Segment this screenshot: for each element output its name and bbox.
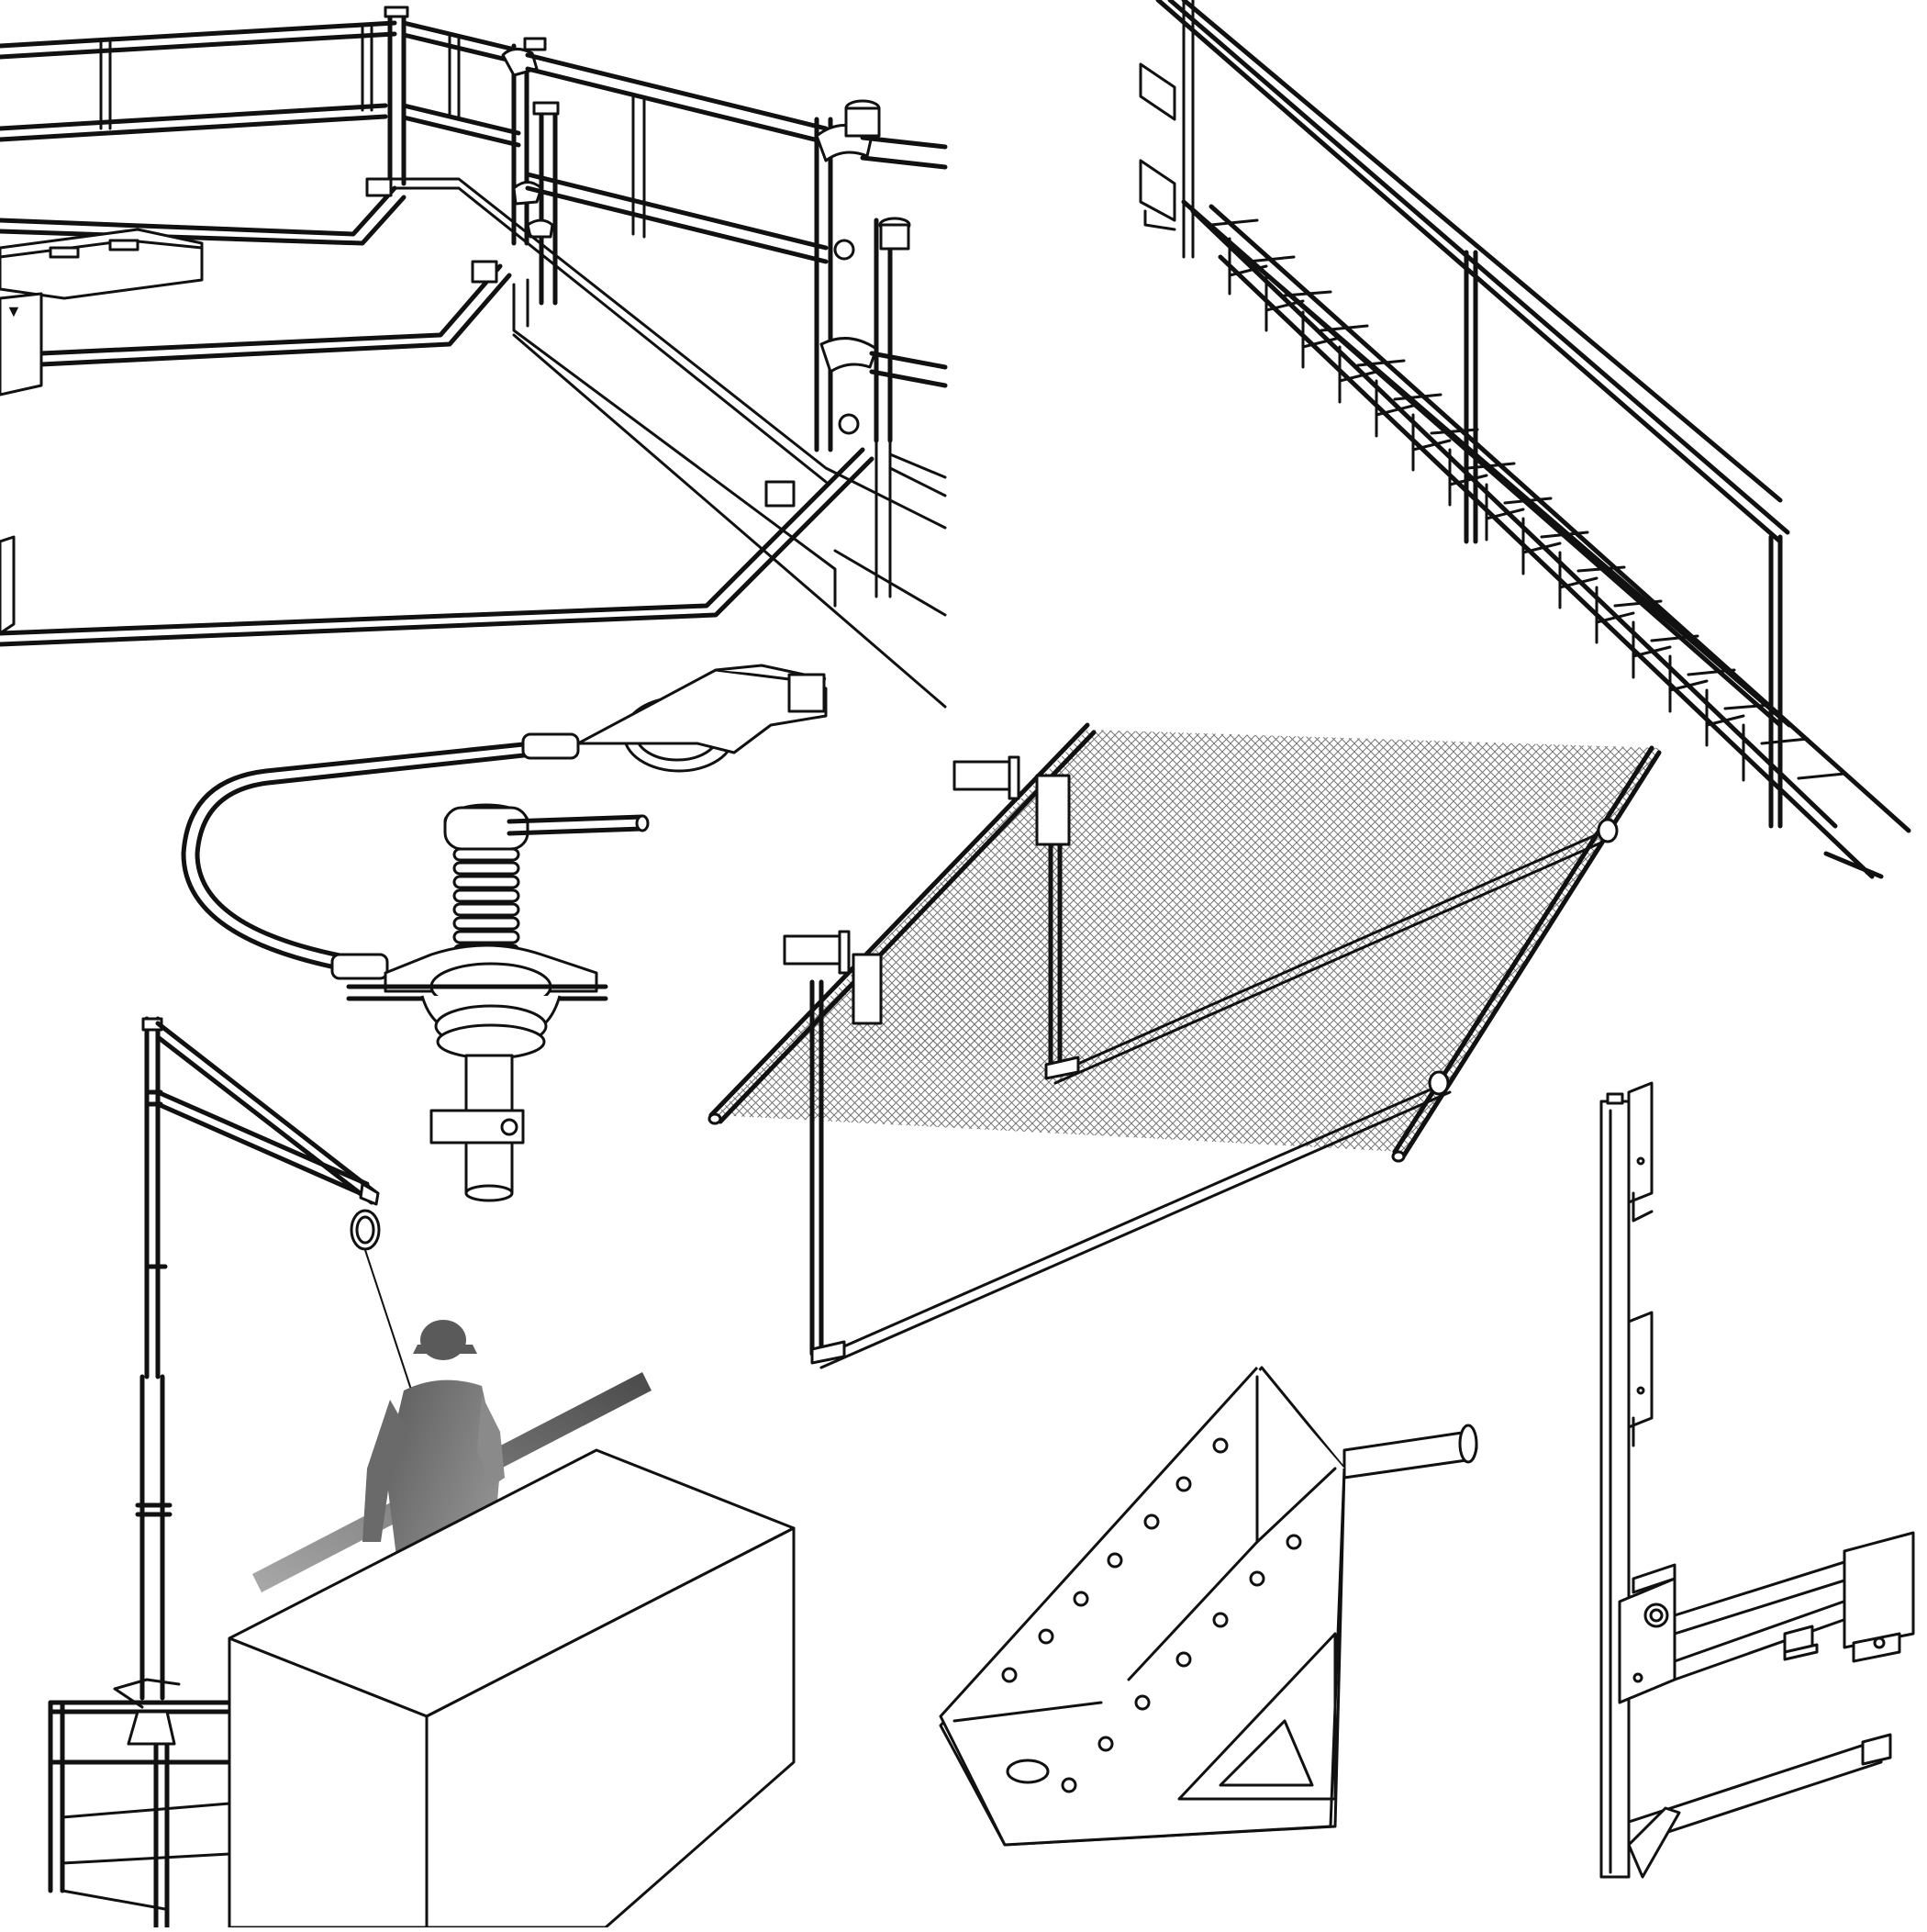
weight-glyph: ▼ xyxy=(6,302,22,320)
safety-net-frame xyxy=(707,722,1662,1369)
triangular-bracket xyxy=(939,1366,1478,1847)
davit-arm-worker xyxy=(48,1016,796,1930)
spring-coil-icon xyxy=(452,847,520,958)
guardrail-system: ▼ xyxy=(0,6,948,709)
bolt-holes-icon xyxy=(1001,1437,1302,1793)
wall-bracket-post xyxy=(1599,1081,1915,1879)
swivel-anchor-lanyard xyxy=(181,664,828,1202)
stair-with-handrail xyxy=(1139,0,1911,879)
